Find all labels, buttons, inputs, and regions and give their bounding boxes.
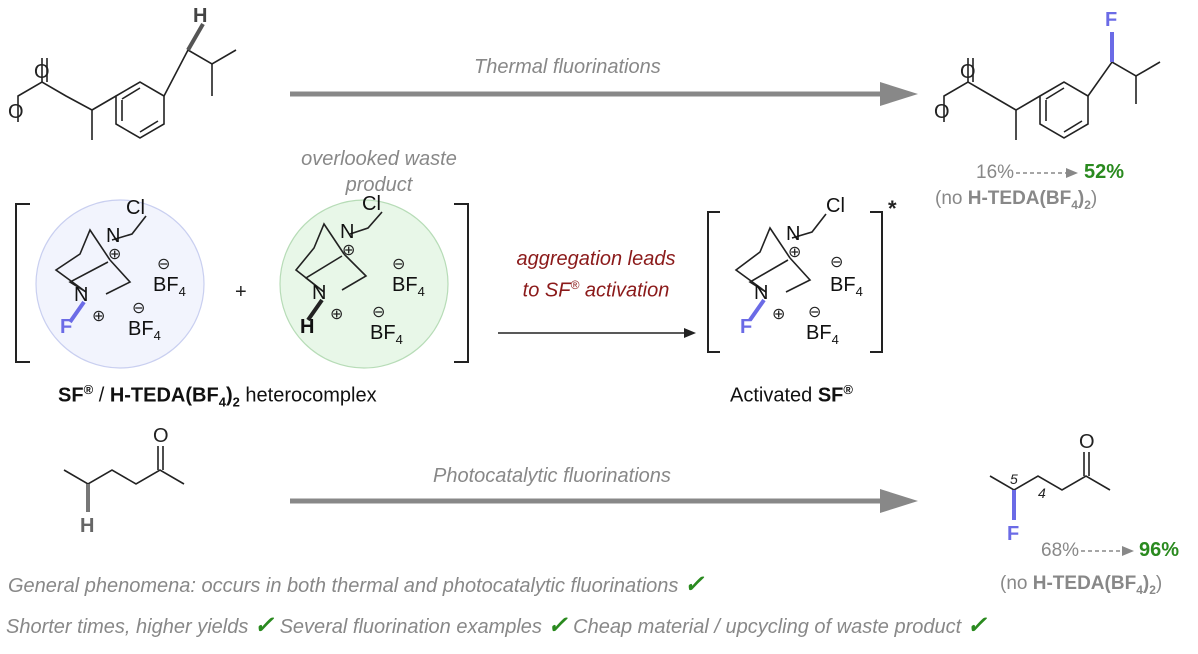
aggregation-label: aggregation leads to SF® activation <box>486 246 706 304</box>
n-f-bond-activated <box>748 298 766 322</box>
no-hteda-photo: (no H-TEDA(BF4)2) <box>1000 573 1163 597</box>
atom-o-ester: O <box>8 101 24 123</box>
hteda-n-top: N <box>340 221 355 243</box>
atom-o-carbonyl: O <box>34 61 50 83</box>
left-bracket <box>15 203 30 363</box>
atom-o-carbonyl-p: O <box>960 61 976 83</box>
hteda-bf4-1: BF4 <box>392 274 425 299</box>
plus-sign: + <box>235 281 247 303</box>
feature-cheap: Cheap material / upcycling of waste prod… <box>573 616 962 638</box>
thermal-arrow-head <box>880 82 918 106</box>
act-n-top: N <box>786 223 801 245</box>
sf-n-top: N <box>106 225 121 247</box>
yield-thermal-to: 52% <box>1084 161 1125 183</box>
atom-f-bottom: F <box>1007 523 1019 545</box>
act-n-bottom: N <box>754 282 769 304</box>
sf-n-bottom: N <box>74 284 89 306</box>
sf-minus-2: ⊖ <box>132 300 146 317</box>
check-icon: ✓ <box>683 571 705 598</box>
feature-row-2: Shorter times, higher yields ✓ Several f… <box>6 611 987 640</box>
atom-h-top: H <box>193 5 207 27</box>
hexanone-substrate <box>63 446 185 485</box>
hexanone-product <box>989 452 1111 491</box>
activated-left-bracket <box>707 211 720 353</box>
sf-plus-1: ⊕ <box>108 246 122 263</box>
hteda-plus-1: ⊕ <box>342 242 356 259</box>
locant-4: 4 <box>1038 485 1046 501</box>
yield-arrowhead-thermal <box>1066 168 1078 178</box>
yield-arrowhead-photo <box>1122 546 1134 556</box>
aggregation-line-1: aggregation leads <box>516 248 676 270</box>
waste-label: overlooked waste product <box>284 146 474 198</box>
hteda-minus-2: ⊖ <box>372 304 386 321</box>
hteda-n-bottom: N <box>312 282 327 304</box>
right-bracket <box>454 203 469 363</box>
hteda-circle <box>279 199 449 369</box>
yield-photo-to: 96% <box>1139 539 1180 561</box>
atom-o-ester-p: O <box>934 101 950 123</box>
act-plus-2: ⊕ <box>772 306 786 323</box>
hteda-h-atom: H <box>300 316 315 338</box>
feature-general: General phenomena: occurs in both therma… <box>8 571 705 598</box>
activated-right-bracket <box>870 211 883 353</box>
act-plus-1: ⊕ <box>788 244 802 261</box>
check-icon: ✓ <box>547 612 568 639</box>
activation-arrow-head <box>684 328 696 338</box>
locant-5: 5 <box>1010 471 1018 487</box>
hteda-cage <box>294 211 383 293</box>
c-h-bond <box>186 23 205 51</box>
act-minus-1: ⊖ <box>830 254 844 271</box>
hteda-cl: Cl <box>362 193 381 215</box>
hteda-bf4-2: BF4 <box>370 322 403 347</box>
act-bf4-1: BF4 <box>830 274 863 299</box>
sf-cage <box>54 215 147 295</box>
atom-o-ketone-p: O <box>1079 431 1095 453</box>
heterocomplex-caption: SF® / H-TEDA(BF4)2 heterocomplex <box>58 382 377 410</box>
sf-bf4-2: BF4 <box>128 318 161 343</box>
photo-arrow-head <box>880 489 918 513</box>
atom-h-bottom: H <box>80 515 94 537</box>
act-f-atom: F <box>740 316 753 338</box>
atom-o-ketone: O <box>153 425 169 447</box>
sf-minus-1: ⊖ <box>157 256 171 273</box>
activated-asterisk: * <box>888 196 897 221</box>
photo-label: Photocatalytic fluorinations <box>433 465 671 487</box>
sf-bf4-1: BF4 <box>153 274 186 299</box>
sf-plus-2: ⊕ <box>92 308 106 325</box>
act-bf4-2: BF4 <box>806 322 839 347</box>
no-hteda-thermal: (no H-TEDA(BF4)2) <box>935 188 1098 212</box>
hteda-minus-1: ⊖ <box>392 256 406 273</box>
waste-line-2: product <box>345 174 413 196</box>
n-h-bond <box>306 298 324 322</box>
sf-f-atom: F <box>60 316 73 338</box>
feature-several: Several fluorination examples <box>279 616 542 638</box>
n-f-bond <box>68 300 86 324</box>
check-icon: ✓ <box>966 612 987 639</box>
ibuprofen-ester-substrate <box>17 48 237 140</box>
waste-line-1: overlooked waste <box>301 148 457 170</box>
yield-photo-from: 68% <box>1041 540 1080 561</box>
yield-thermal-from: 16% <box>976 162 1015 183</box>
thermal-label: Thermal fluorinations <box>474 56 661 78</box>
activated-caption: Activated SF® <box>730 382 853 407</box>
aggregation-line-2: to SF® activation <box>522 278 670 302</box>
fluorinated-product-thermal <box>943 58 1161 140</box>
act-cl: Cl <box>826 195 845 217</box>
sf-cl: Cl <box>126 197 145 219</box>
atom-f-top: F <box>1105 9 1117 31</box>
hteda-plus-2: ⊕ <box>330 306 344 323</box>
feature-shorter: Shorter times, higher yields <box>6 616 249 638</box>
check-icon: ✓ <box>253 612 274 639</box>
act-minus-2: ⊖ <box>808 304 822 321</box>
activated-sf-cage <box>734 213 827 293</box>
sf-circle <box>35 199 205 369</box>
